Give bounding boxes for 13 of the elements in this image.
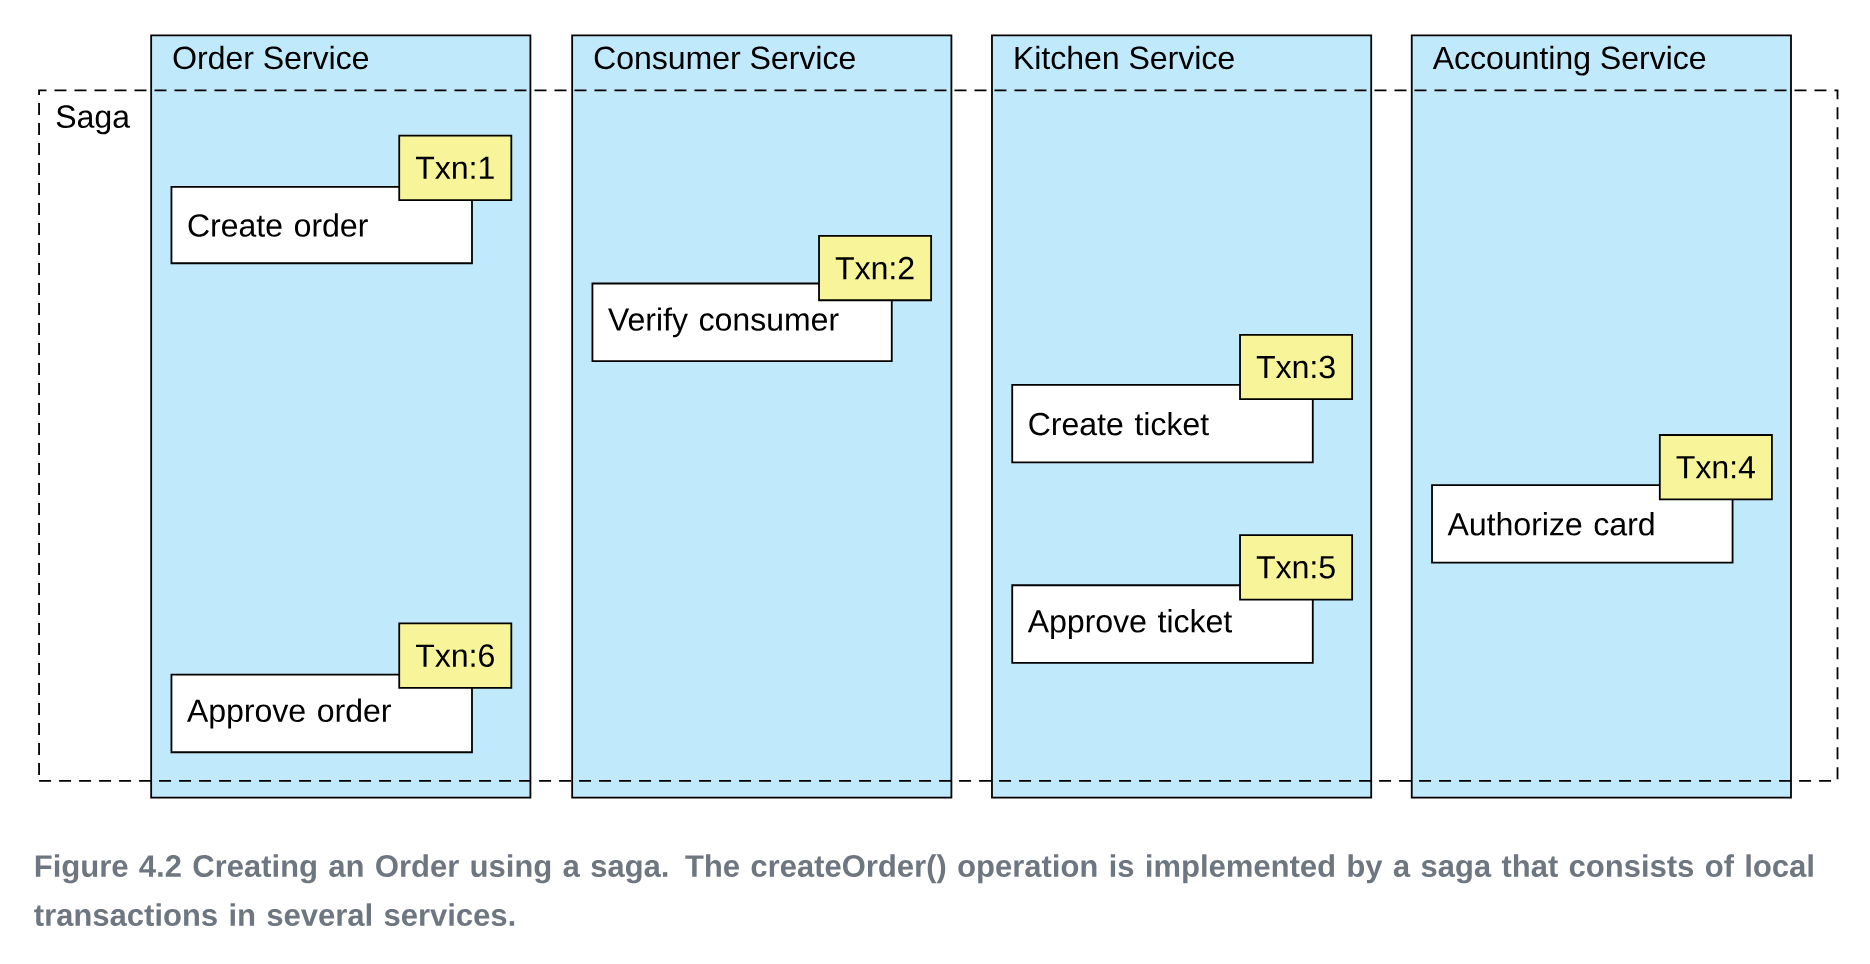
transaction-tag: Txn:5 <box>1239 534 1354 601</box>
transaction-box: Create order <box>170 186 473 265</box>
transaction-tag: Txn:4 <box>1658 434 1773 501</box>
transaction-box: Verify consumer <box>591 282 893 363</box>
transaction-tag: Txn:3 <box>1239 334 1354 401</box>
figure-caption: Figure 4.2 Creating an Order using a saga. The createOrder() operation is implemented by a saga that consists of local transactions in several services. <box>34 854 1813 927</box>
transaction-box: Approve order <box>170 674 473 754</box>
transaction-tag: Txn:2 <box>818 235 933 302</box>
transaction-tag: Txn:1 <box>398 134 513 202</box>
transaction-box: Create ticket <box>1011 384 1314 464</box>
transaction-box: Authorize card <box>1431 484 1734 564</box>
transaction-tag: Txn:6 <box>398 622 513 689</box>
transaction-box: Approve ticket <box>1011 584 1314 664</box>
